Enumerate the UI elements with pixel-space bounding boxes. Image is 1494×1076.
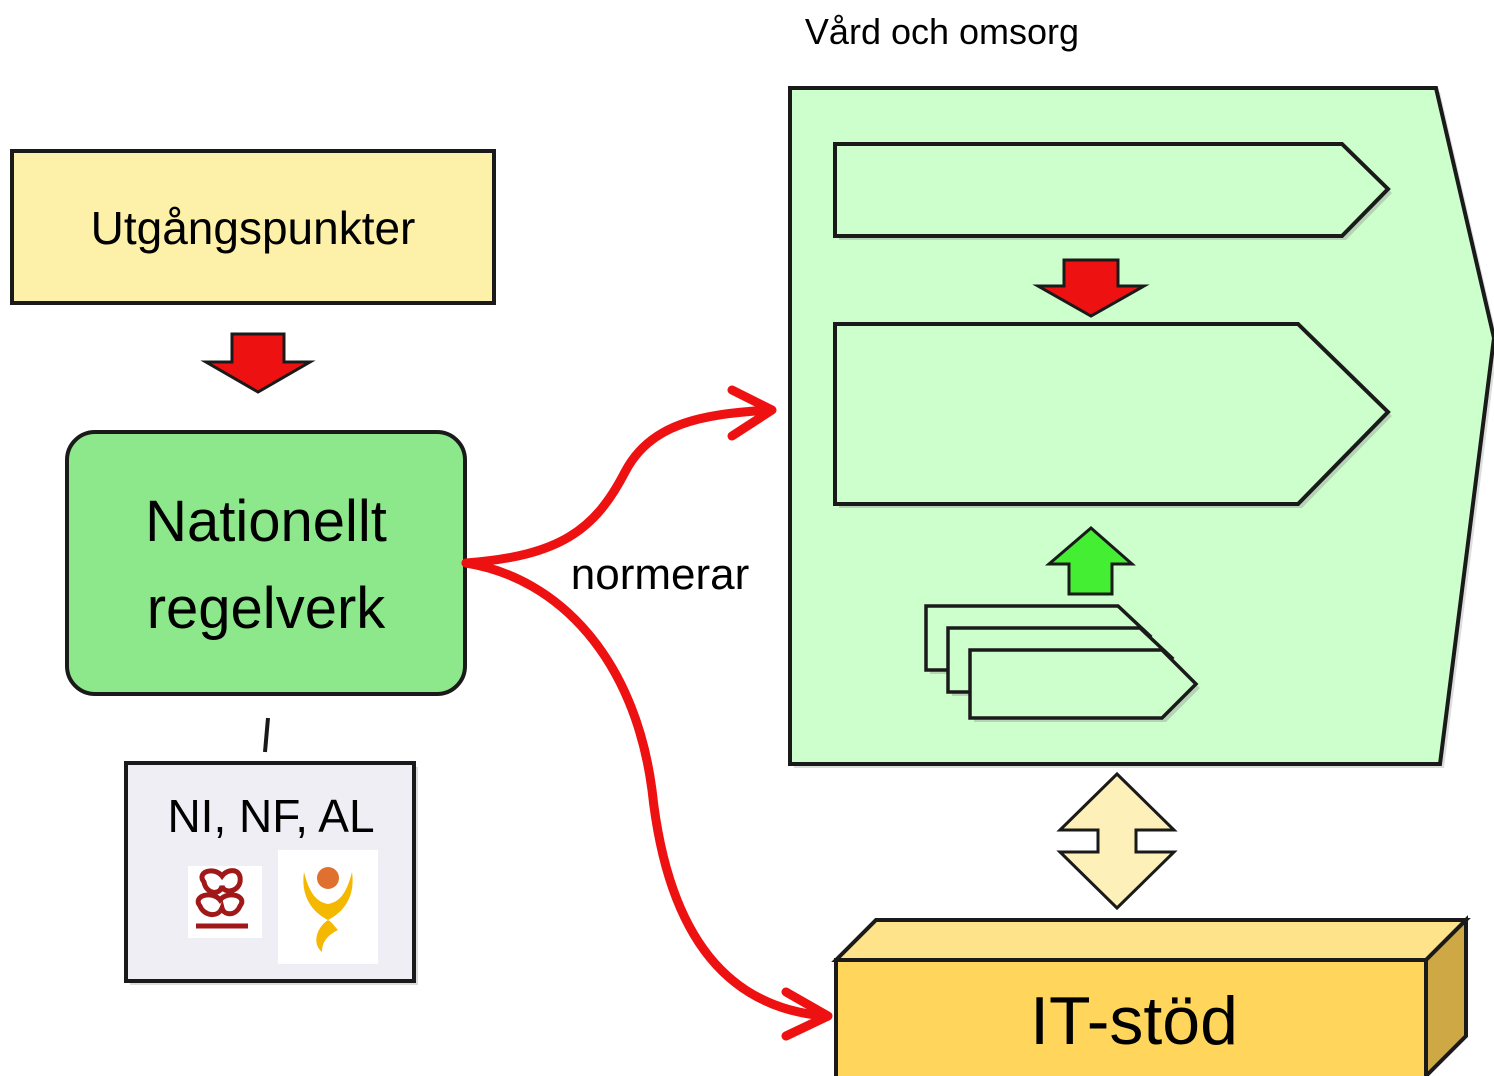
process-area-title: Vård och omsorg [805,11,1079,52]
connector-line [263,717,270,753]
red-down-arrow [200,332,316,394]
curve-arrow-to-it [461,558,833,1041]
sources-label: NI, NF, AL [167,790,374,842]
national-rules-label-line2: regelverk [147,576,387,641]
curve-arrow-to-process [461,385,777,568]
starting-points-label: Utgångspunkter [91,202,416,254]
red-down-arrow-process [1032,258,1150,318]
organization-logo-icon [278,850,378,964]
sources-box: NI, NF, AL [124,761,418,985]
norms-relation-label: normerar [571,550,750,599]
socialstyrelsen-logo-icon [188,866,262,938]
process-step-main [833,322,1392,508]
process-step-stack [924,604,1200,722]
process-step-main-shape [833,322,1391,506]
national-rules-box: Nationellt regelverk [65,430,467,696]
it-support-block: IT-stöd [831,915,1471,1076]
process-step-top [833,142,1392,240]
bidirectional-arrow [1056,771,1178,911]
process-step-stack-front [968,648,1199,720]
it-support-front [834,958,1428,1076]
national-rules-label-line1: Nationellt [145,489,387,554]
it-support-label: IT-stöd [1030,983,1238,1059]
green-up-arrow [1044,526,1136,596]
process-step-top-shape [833,142,1391,238]
it-support-top [831,918,1471,962]
starting-points-box: Utgångspunkter [10,149,496,305]
